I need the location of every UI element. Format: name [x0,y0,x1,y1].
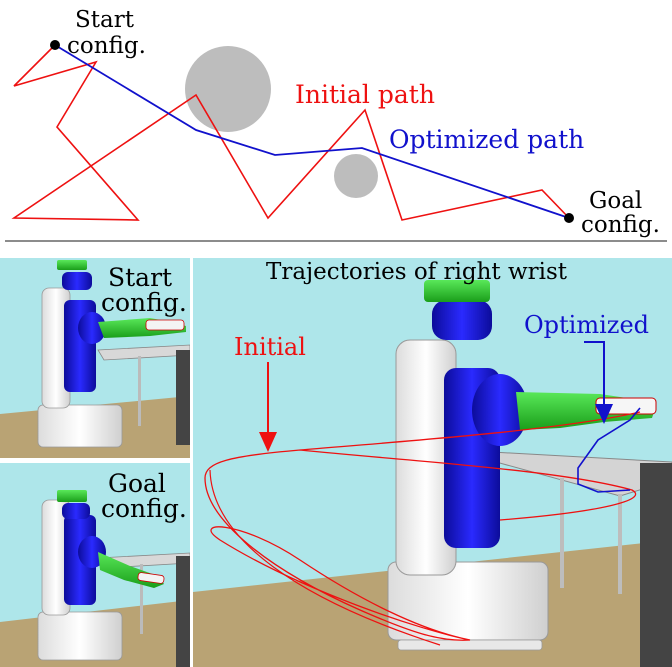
main-panel-table-leg-1 [560,478,564,588]
main-panel-cabinet [640,463,672,667]
start-label: Start config. [67,7,146,59]
start-panel-robot-gripper [146,320,184,330]
main-panel-robot-head [432,300,492,340]
panel-separator-vertical [190,258,193,667]
start-node [50,40,60,50]
obstacle-large [185,46,271,132]
start-label-line1: Start [75,7,135,33]
optimized-label: Optimized [524,311,649,339]
start-panel-robot-sensor [57,260,87,270]
start-panel-table-leg [138,356,141,426]
main-panel-robot-base-plate [398,640,542,650]
obstacle-small [334,154,378,198]
goal-panel-robot-head [62,503,90,519]
start-panel-label-line2: config. [101,288,187,317]
start-panel-label: Start config. [101,263,187,317]
goal-node [564,213,574,223]
goal-label-line1: Goal [589,188,642,214]
initial-path-label: Initial path [295,80,435,109]
goal-config-panel: Goal config. [0,463,190,667]
start-panel-robot-base [38,405,122,447]
initial-label: Initial [234,333,306,361]
goal-panel-label-line2: config. [101,494,187,523]
start-label-line2: config. [67,33,146,59]
goal-label: Goal config. [581,188,660,238]
start-panel-robot-head [62,272,92,290]
trajectory-panel: Trajectories of right wrist Initial Opti… [193,258,672,667]
goal-panel-cabinet [176,556,190,667]
planner-diagram: Start config. Goal config. Initial path … [14,7,660,238]
main-panel-table-leg-2 [618,494,622,594]
main-panel-title: Trajectories of right wrist [266,259,568,285]
goal-panel-robot-base [38,612,122,660]
start-panel-cabinet [176,350,190,445]
start-config-panel: Start config. [0,258,190,458]
goal-panel-robot-sensor [57,490,87,502]
optimized-path-label: Optimized path [389,125,584,154]
panel-separator-horizontal [0,458,190,463]
goal-label-line2: config. [581,212,660,238]
